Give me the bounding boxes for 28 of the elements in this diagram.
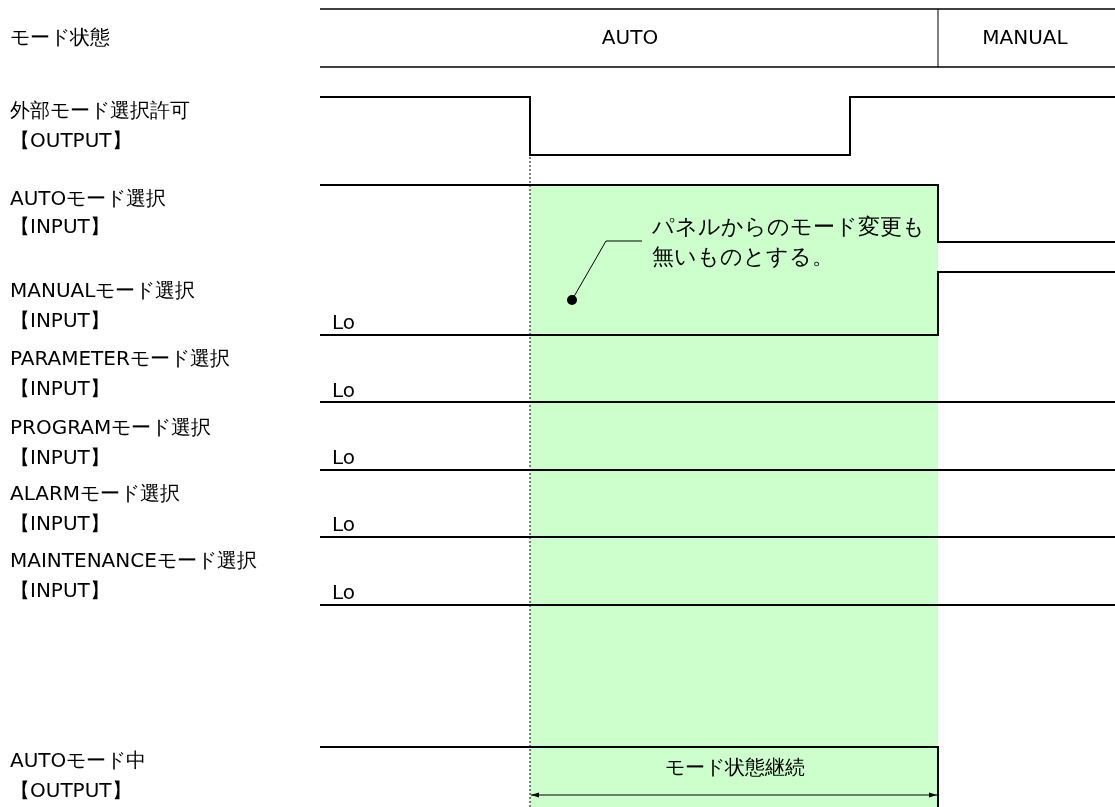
signal-label: 【INPUT】 xyxy=(10,214,110,238)
signal-label: AUTOモード中 xyxy=(10,748,147,772)
signal-label: PARAMETERモード選択 xyxy=(10,346,230,370)
signal-label: ALARMモード選択 xyxy=(10,481,181,505)
signal-label: 【INPUT】 xyxy=(10,376,110,400)
row-label: モード状態 xyxy=(10,25,110,49)
signal-label: 【INPUT】 xyxy=(10,578,110,602)
signal-label: 【INPUT】 xyxy=(10,445,110,469)
signal-label: Lo xyxy=(332,378,356,402)
signal-label: MANUALモード選択 xyxy=(10,278,196,302)
signal-label: 【OUTPUT】 xyxy=(10,128,132,152)
signal-label: 外部モード選択許可 xyxy=(10,98,190,122)
signal-label: 【INPUT】 xyxy=(10,308,110,332)
callout-text: パネルからのモード変更も無いものとする。 xyxy=(652,212,942,272)
highlight-area xyxy=(530,185,938,807)
signal-label: MAINTENANCEモード選択 xyxy=(10,548,257,572)
signal-label: Lo xyxy=(332,580,356,604)
dimension-label: モード状態継続 xyxy=(665,755,805,779)
signal-label: Lo xyxy=(332,445,356,469)
signal-label: PROGRAMモード選択 xyxy=(10,415,212,439)
mode-label: MANUAL xyxy=(982,25,1068,49)
signal-label: AUTOモード選択 xyxy=(10,186,167,210)
leader-line xyxy=(567,240,643,305)
signal-label: 【OUTPUT】 xyxy=(10,778,132,802)
signal-label: Lo xyxy=(332,310,356,334)
signal-label: Lo xyxy=(332,512,356,536)
signal-label: 【INPUT】 xyxy=(10,511,110,535)
mode-label: AUTO xyxy=(601,25,659,49)
